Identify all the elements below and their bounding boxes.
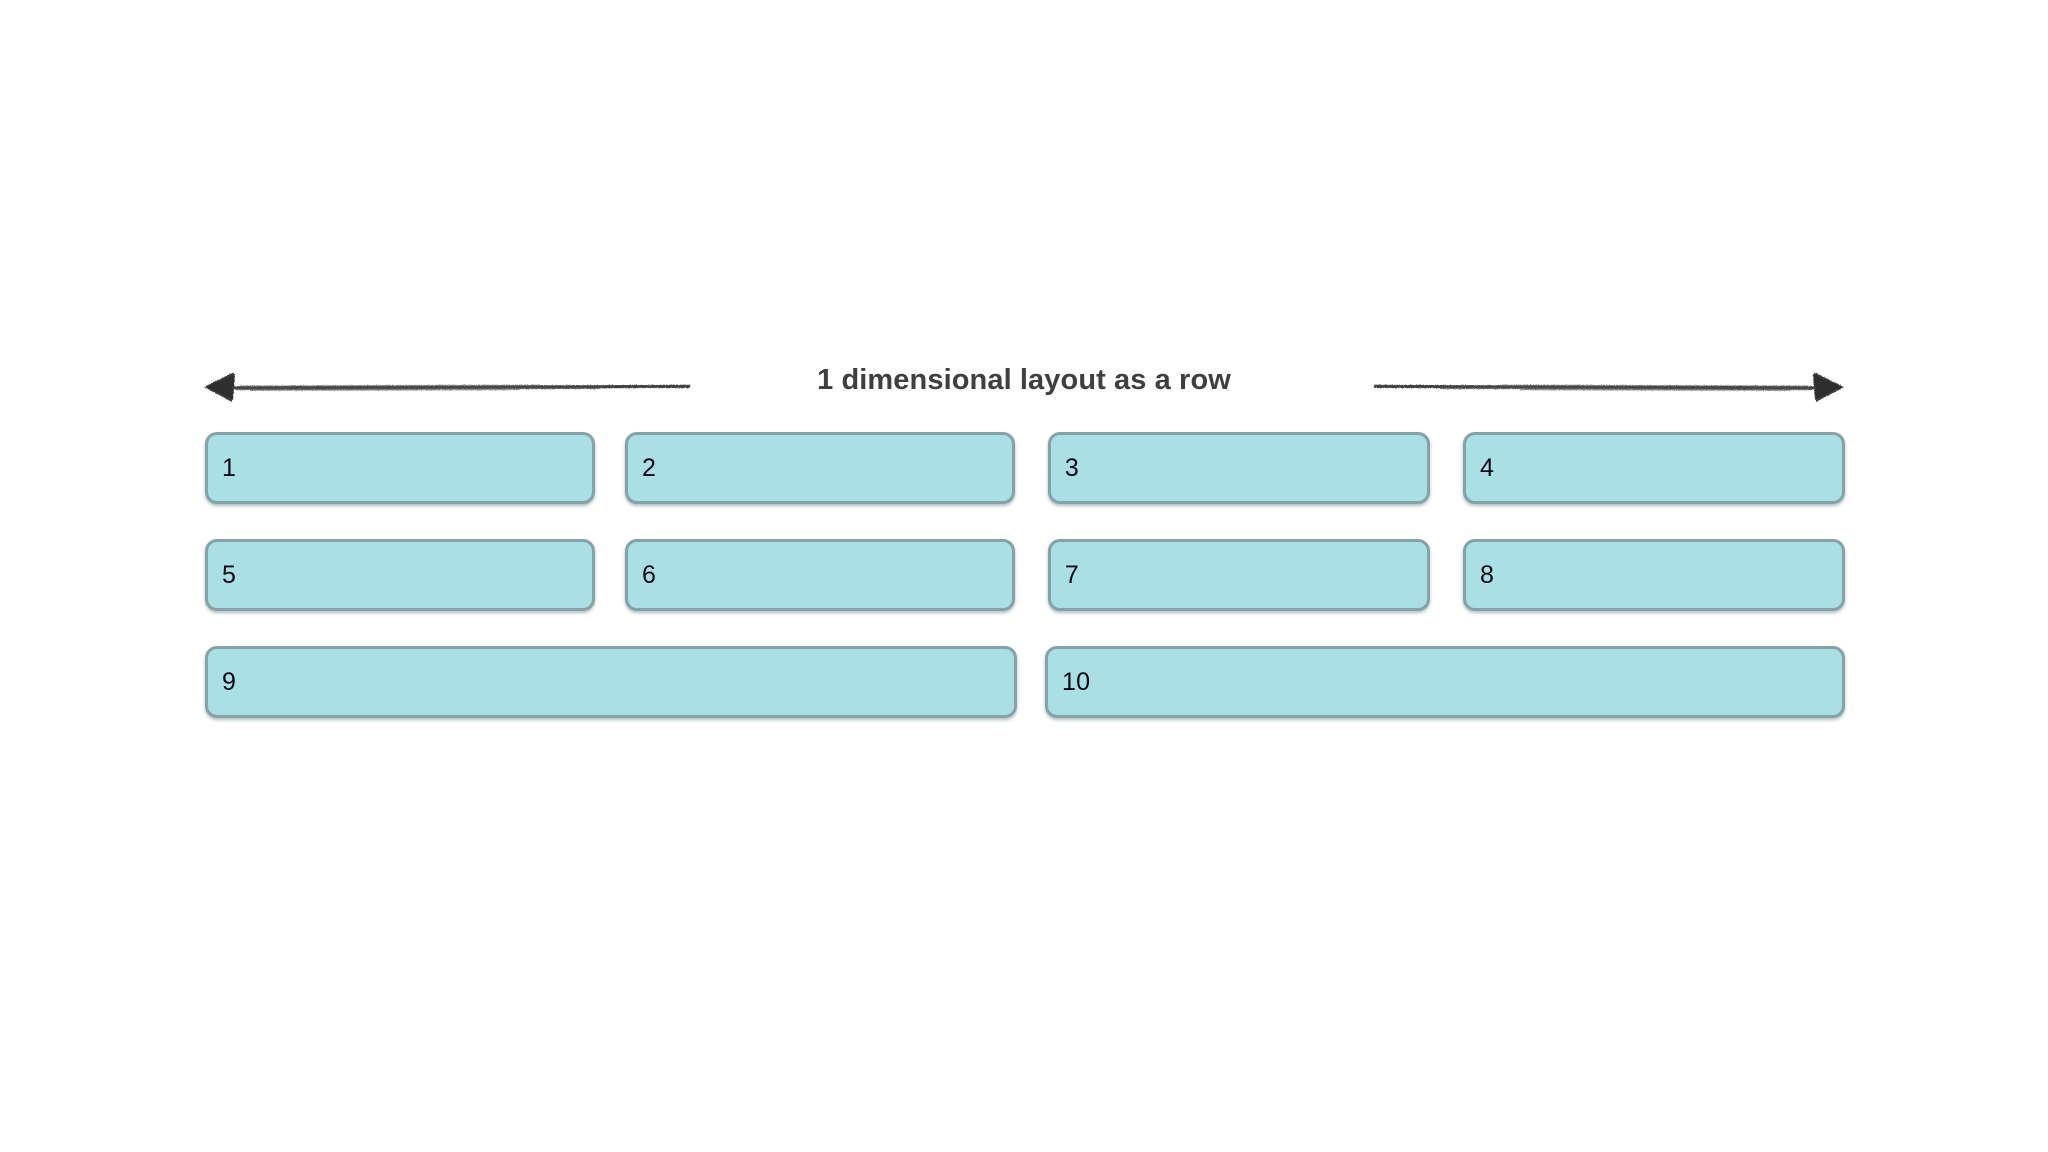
box-gap <box>1430 432 1463 506</box>
box-label: 7 <box>1064 560 1079 589</box>
box-gap <box>595 432 625 506</box>
arrow-right-icon <box>1374 372 1844 402</box>
box-item[interactable]: 7 <box>1047 539 1430 611</box>
box-item[interactable]: 10 <box>1045 646 1845 718</box>
box-item[interactable]: 3 <box>1047 432 1430 504</box>
arrow-row <box>204 372 1844 402</box>
box-row: 9 10 <box>205 646 1845 720</box>
box-label: 6 <box>641 560 657 589</box>
box-item[interactable]: 2 <box>624 432 1015 504</box>
box-row: 1 2 3 4 <box>205 432 1845 506</box>
box-gap <box>595 539 625 613</box>
arrow-left-icon <box>204 372 690 402</box>
box-gap <box>1015 432 1048 506</box>
header-band <box>0 348 2048 408</box>
box-row: 5 6 7 8 <box>205 539 1845 613</box>
box-gap <box>1017 646 1045 720</box>
box-label: 10 <box>1062 667 1091 696</box>
box-label: 1 <box>222 453 237 482</box>
box-grid: 1 2 3 4 5 6 7 8 9 <box>205 432 1845 753</box>
box-label: 3 <box>1064 453 1079 482</box>
box-item[interactable]: 4 <box>1462 432 1845 504</box>
box-gap <box>1430 539 1463 613</box>
box-gap <box>1015 539 1048 613</box>
box-item[interactable]: 1 <box>205 432 595 504</box>
box-label: 4 <box>1479 453 1495 482</box>
box-label: 2 <box>641 453 657 482</box>
box-label: 9 <box>222 667 237 696</box>
box-item[interactable]: 9 <box>205 646 1017 718</box>
box-label: 8 <box>1479 560 1495 589</box>
box-item[interactable]: 8 <box>1462 539 1845 611</box>
box-item[interactable]: 6 <box>624 539 1015 611</box>
box-label: 5 <box>222 560 237 589</box>
box-item[interactable]: 5 <box>205 539 595 611</box>
page-title: 1 dimensional layout as a row <box>817 364 1231 396</box>
